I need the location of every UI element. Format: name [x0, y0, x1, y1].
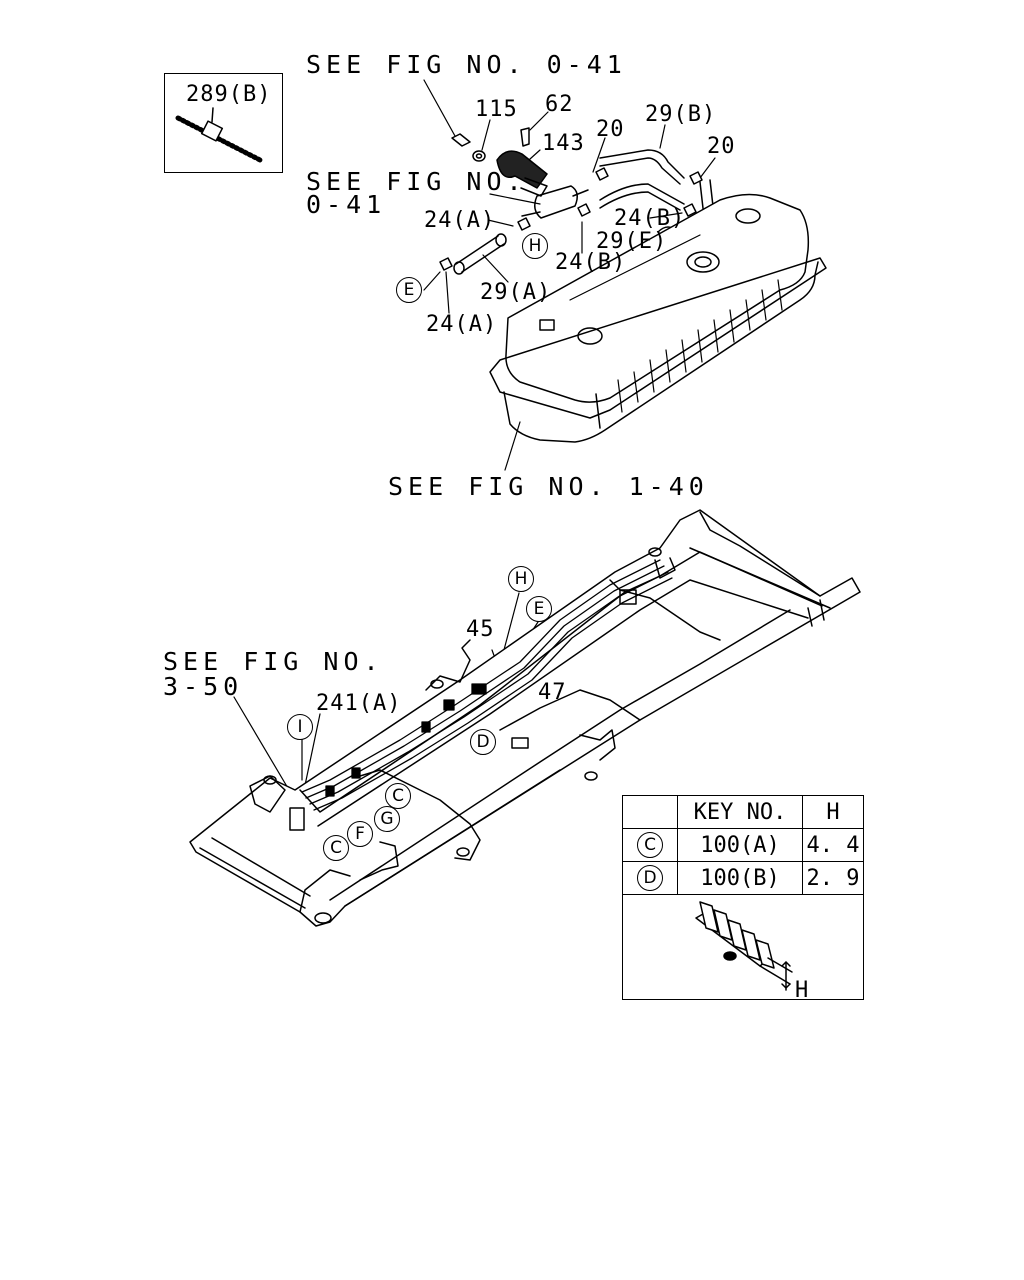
key-table-h-cell: 2. 9 [802, 861, 864, 895]
key-table-key-cell: 100(A) [677, 828, 803, 862]
dimension-label-h: H [795, 978, 810, 1003]
part-label-143: 143 [542, 131, 585, 156]
fuel-tank-drawing [489, 193, 827, 443]
key-table-marker-cell: D [622, 861, 678, 895]
part-label-24b-2: 24(B) [555, 250, 627, 275]
part-label-29b: 29(B) [645, 102, 717, 127]
part-label-115: 115 [475, 97, 518, 122]
key-table-marker-cell: C [622, 828, 678, 862]
key-table-row: D 100(B) 2. 9 [622, 861, 864, 895]
part-label-47: 47 [538, 680, 567, 705]
part-label-20-b: 20 [707, 134, 736, 159]
part-label-29e: 29(E) [596, 229, 668, 254]
marker-i: I [287, 714, 313, 740]
part-label-24b-1: 24(B) [614, 206, 686, 231]
ref-fig-0-41-top: SEE FIG NO. 0-41 [306, 50, 627, 79]
ref-fig-1-40: SEE FIG NO. 1-40 [388, 472, 709, 501]
key-table-header-key: KEY NO. [677, 795, 803, 829]
key-table-header: KEY NO. H [622, 795, 864, 829]
marker-h-top: H [522, 233, 548, 259]
marker-d: D [470, 729, 496, 755]
ref-fig-3-50-1: SEE FIG NO. [163, 647, 384, 676]
part-label-45: 45 [466, 617, 495, 642]
key-table-row: C 100(A) 4. 4 [622, 828, 864, 862]
key-table-illustration-cell [622, 894, 864, 1000]
marker-c-2: C [323, 835, 349, 861]
part-label-20-a: 20 [596, 117, 625, 142]
part-label-24a-1: 24(A) [424, 208, 496, 233]
key-table-illustration-row [622, 894, 864, 1000]
marker-e-top: E [396, 277, 422, 303]
key-table: KEY NO. H C 100(A) 4. 4 D 100(B) 2. 9 [622, 795, 864, 1000]
marker-d-key: D [637, 865, 663, 891]
marker-f: F [347, 821, 373, 847]
marker-c-key: C [637, 832, 663, 858]
marker-g: G [374, 806, 400, 832]
key-table-header-h: H [802, 795, 864, 829]
marker-c-1: C [385, 783, 411, 809]
part-label-289b: 289(B) [186, 82, 272, 107]
part-label-62: 62 [545, 92, 574, 117]
part-label-241a: 241(A) [316, 691, 402, 716]
marker-e-frame: E [526, 596, 552, 622]
part-label-24a-2: 24(A) [426, 312, 498, 337]
fuel-lines-drawing [301, 559, 673, 811]
ref-fig-3-50-2: 3-50 [163, 672, 244, 701]
ref-fig-0-41-mid-1: SEE FIG NO. [306, 167, 527, 196]
fuel-filter-drawing [451, 127, 589, 219]
ref-fig-0-41-mid-2: 0-41 [306, 190, 387, 219]
part-label-29a: 29(A) [480, 280, 552, 305]
clamp-289b-drawing [175, 107, 263, 163]
key-table-key-cell: 100(B) [677, 861, 803, 895]
key-table-blank-cell [622, 795, 678, 829]
key-table-h-cell: 4. 4 [802, 828, 864, 862]
marker-h-frame: H [508, 566, 534, 592]
clamp-inset-box [164, 73, 283, 173]
